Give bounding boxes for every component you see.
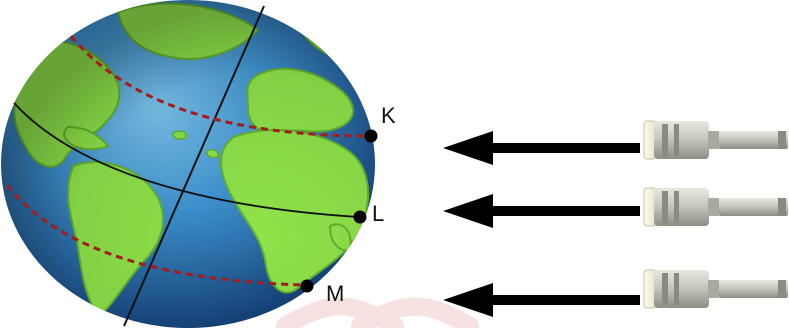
flashlight-icon [643, 269, 788, 309]
flashlight-icon [643, 187, 788, 227]
earth-axis [123, 5, 265, 327]
label-l: L [372, 201, 384, 226]
label-m: M [326, 281, 344, 306]
arrow-left-icon [443, 194, 640, 228]
point-m [300, 279, 314, 293]
light-rays [443, 131, 640, 317]
point-k [364, 129, 378, 143]
label-k: K [381, 103, 396, 128]
globe-shading [1, 0, 375, 328]
flashlight-icon [643, 120, 788, 160]
point-l [353, 210, 367, 224]
watermark [276, 297, 479, 328]
earth-globe [1, 0, 378, 328]
arrow-left-icon [443, 283, 640, 317]
reference-circle [13, 102, 360, 218]
arrow-left-icon [443, 131, 640, 165]
